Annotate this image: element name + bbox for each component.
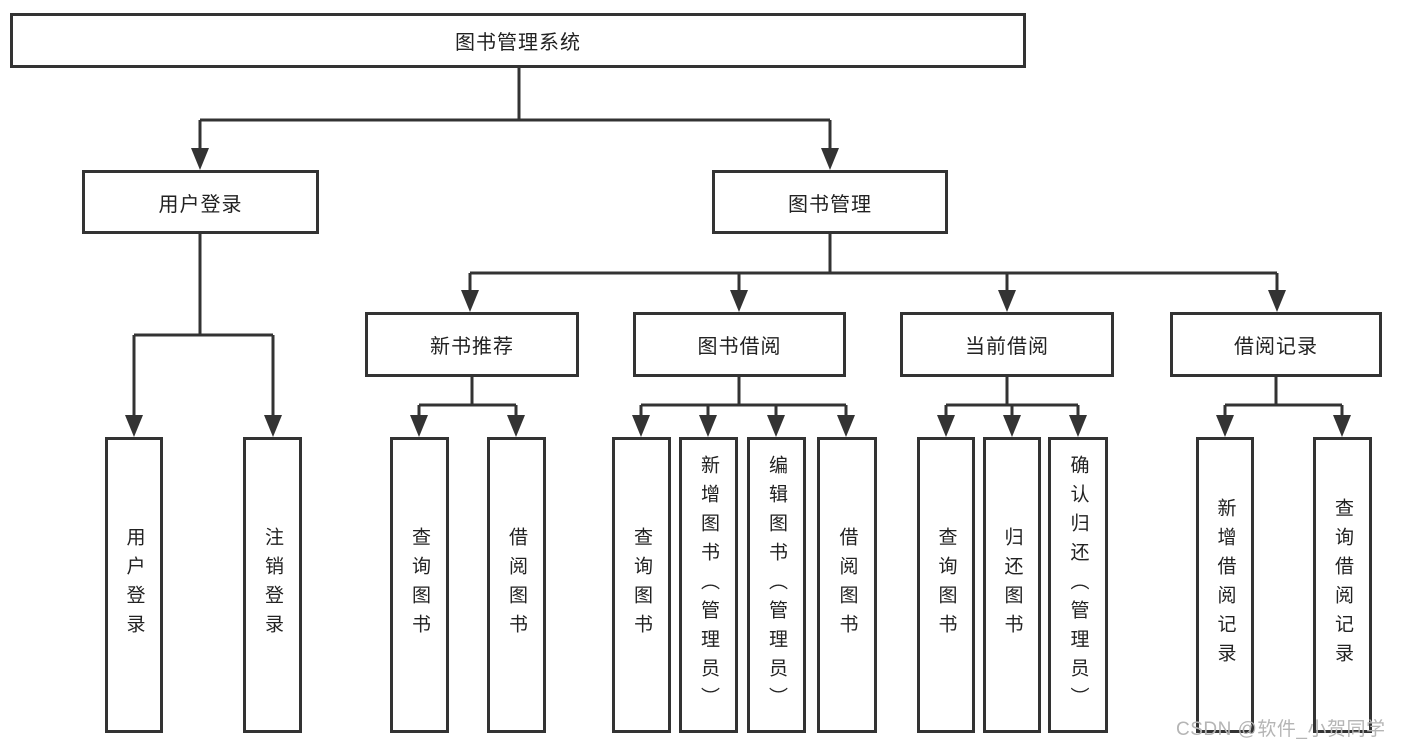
arrow-down-icon [461, 290, 479, 312]
node-bb-query-books: 查询图书 [612, 437, 671, 733]
arrow-down-icon [767, 415, 785, 437]
node-br-query-record: 查询借阅记录 [1313, 437, 1372, 733]
connector-records-to-children [1223, 377, 1344, 417]
connector-borrowing-to-children [639, 377, 848, 417]
connector-current-to-children [944, 377, 1080, 417]
arrow-down-icon [264, 415, 282, 437]
connector-root-to-level2 [198, 68, 832, 150]
node-bb-add-books-admin: 新增图书（管理员） [679, 437, 738, 733]
arrow-down-icon [1268, 290, 1286, 312]
arrow-down-icon [998, 290, 1016, 312]
node-cb-return-books: 归还图书 [983, 437, 1041, 733]
arrow-down-icon [1069, 415, 1087, 437]
arrow-down-icon [1216, 415, 1234, 437]
node-cb-query-books: 查询图书 [917, 437, 975, 733]
node-br-add-record: 新增借阅记录 [1196, 437, 1254, 733]
node-cb-confirm-return-admin: 确认归还（管理员） [1048, 437, 1108, 733]
connector-new-books-to-children [417, 377, 518, 417]
arrow-down-icon [730, 290, 748, 312]
node-nb-query-books: 查询图书 [390, 437, 449, 733]
connector-user-login-to-children [132, 234, 275, 417]
node-book-borrowing: 图书借阅 [633, 312, 846, 377]
arrow-down-icon [837, 415, 855, 437]
node-bb-borrow-books: 借阅图书 [817, 437, 877, 733]
watermark: CSDN @软件_小贺同学 [1176, 719, 1386, 740]
arrow-down-icon [410, 415, 428, 437]
arrow-down-icon [191, 148, 209, 170]
arrow-down-icon [507, 415, 525, 437]
arrow-down-icon [699, 415, 717, 437]
arrow-down-icon [1333, 415, 1351, 437]
node-library-system: 图书管理系统 [10, 13, 1026, 68]
node-logout: 注销登录 [243, 437, 302, 733]
arrow-down-icon [632, 415, 650, 437]
connector-book-mgmt-to-level3 [468, 234, 1279, 292]
node-bb-edit-books-admin: 编辑图书（管理员） [747, 437, 806, 733]
arrow-down-icon [125, 415, 143, 437]
arrow-down-icon [937, 415, 955, 437]
arrow-down-icon [1003, 415, 1021, 437]
node-nb-borrow-books: 借阅图书 [487, 437, 546, 733]
arrow-down-icon [821, 148, 839, 170]
node-user-login-leaf: 用户登录 [105, 437, 163, 733]
node-current-borrowing: 当前借阅 [900, 312, 1114, 377]
node-user-login: 用户登录 [82, 170, 319, 234]
node-new-book-recommend: 新书推荐 [365, 312, 579, 377]
node-book-management: 图书管理 [712, 170, 948, 234]
node-borrowing-records: 借阅记录 [1170, 312, 1382, 377]
